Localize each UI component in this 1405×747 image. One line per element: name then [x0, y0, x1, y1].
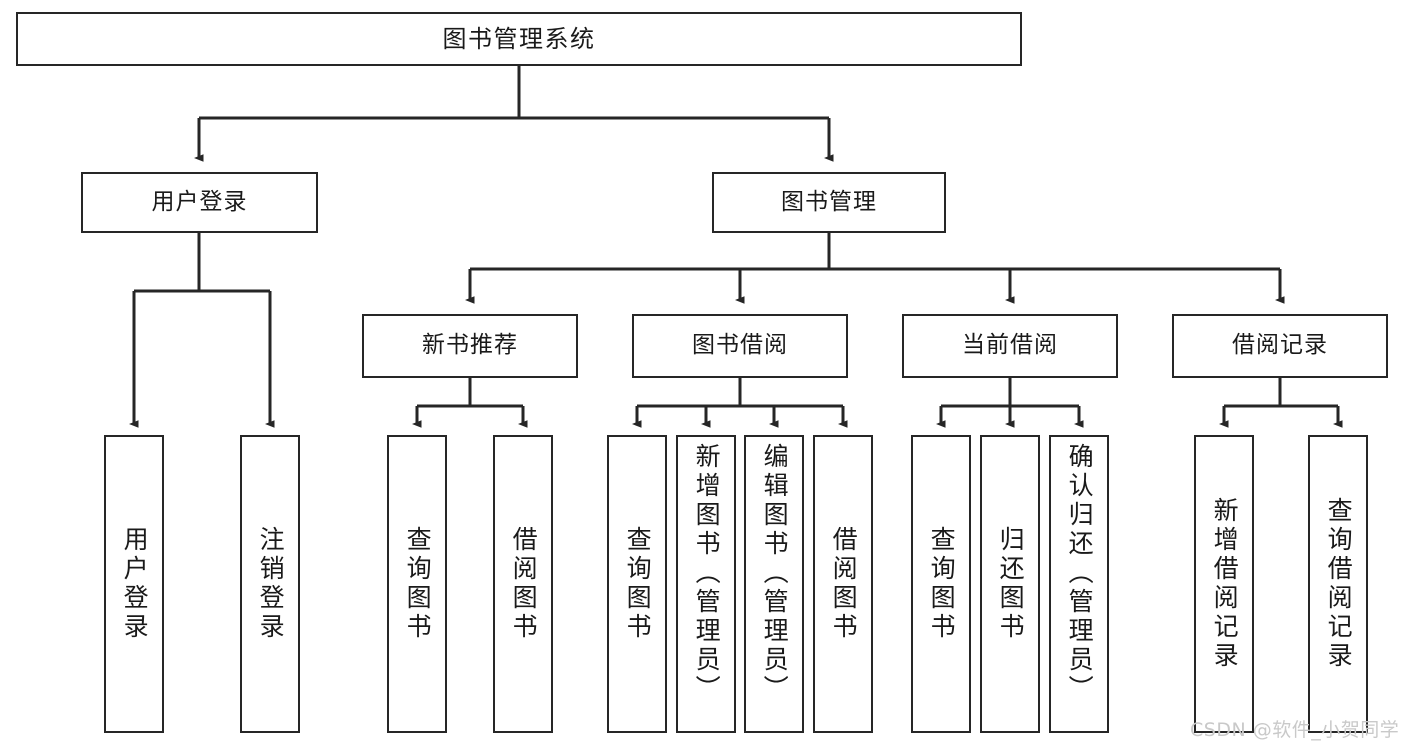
node-label: 查询图书: [623, 526, 653, 642]
node-label: 编辑图书（管理员）: [760, 443, 790, 704]
node-label: 新增借阅记录: [1210, 497, 1240, 671]
csdn-watermark: CSDN @软件_小贺同学: [1190, 719, 1400, 741]
leaf-recommend-borrow-book[interactable]: 借阅图书: [493, 435, 553, 733]
node-label: 注销登录: [256, 526, 286, 642]
node-book-borrow[interactable]: 图书借阅: [632, 314, 848, 378]
node-label: 图书管理系统: [442, 24, 596, 53]
node-label: 用户登录: [151, 188, 248, 215]
node-label: 借阅记录: [1232, 332, 1328, 359]
leaf-recommend-query-book[interactable]: 查询图书: [387, 435, 447, 733]
node-borrow-record[interactable]: 借阅记录: [1172, 314, 1388, 378]
leaf-record-query-borrow-record[interactable]: 查询借阅记录: [1308, 435, 1368, 733]
leaf-borrow-edit-book-admin[interactable]: 编辑图书（管理员）: [744, 435, 804, 733]
node-user-login[interactable]: 用户登录: [81, 172, 318, 233]
leaf-user-login[interactable]: 用户登录: [104, 435, 164, 733]
node-label: 图书借阅: [692, 332, 788, 359]
node-current-borrow[interactable]: 当前借阅: [902, 314, 1118, 378]
node-label: 用户登录: [120, 526, 150, 642]
leaf-borrow-query-book[interactable]: 查询图书: [607, 435, 667, 733]
leaf-current-query-book[interactable]: 查询图书: [911, 435, 971, 733]
node-book-management[interactable]: 图书管理: [712, 172, 946, 233]
node-label: 图书管理: [781, 188, 877, 215]
node-label: 归还图书: [996, 526, 1026, 642]
node-label: 查询借阅记录: [1324, 497, 1354, 671]
node-label: 新增图书（管理员）: [692, 443, 722, 704]
node-root-system[interactable]: 图书管理系统: [16, 12, 1022, 66]
leaf-current-confirm-return-admin[interactable]: 确认归还（管理员）: [1049, 435, 1109, 733]
leaf-borrow-borrow-book[interactable]: 借阅图书: [813, 435, 873, 733]
node-label: 新书推荐: [422, 332, 518, 359]
leaf-record-add-borrow-record[interactable]: 新增借阅记录: [1194, 435, 1254, 733]
node-label: 查询图书: [927, 526, 957, 642]
leaf-user-logout[interactable]: 注销登录: [240, 435, 300, 733]
leaf-borrow-add-book-admin[interactable]: 新增图书（管理员）: [676, 435, 736, 733]
node-new-book-recommend[interactable]: 新书推荐: [362, 314, 578, 378]
leaf-current-return-book[interactable]: 归还图书: [980, 435, 1040, 733]
node-label: 借阅图书: [829, 526, 859, 642]
node-label: 确认归还（管理员）: [1065, 443, 1095, 704]
node-label: 当前借阅: [962, 332, 1058, 359]
node-label: 查询图书: [403, 526, 433, 642]
node-label: 借阅图书: [509, 526, 539, 642]
